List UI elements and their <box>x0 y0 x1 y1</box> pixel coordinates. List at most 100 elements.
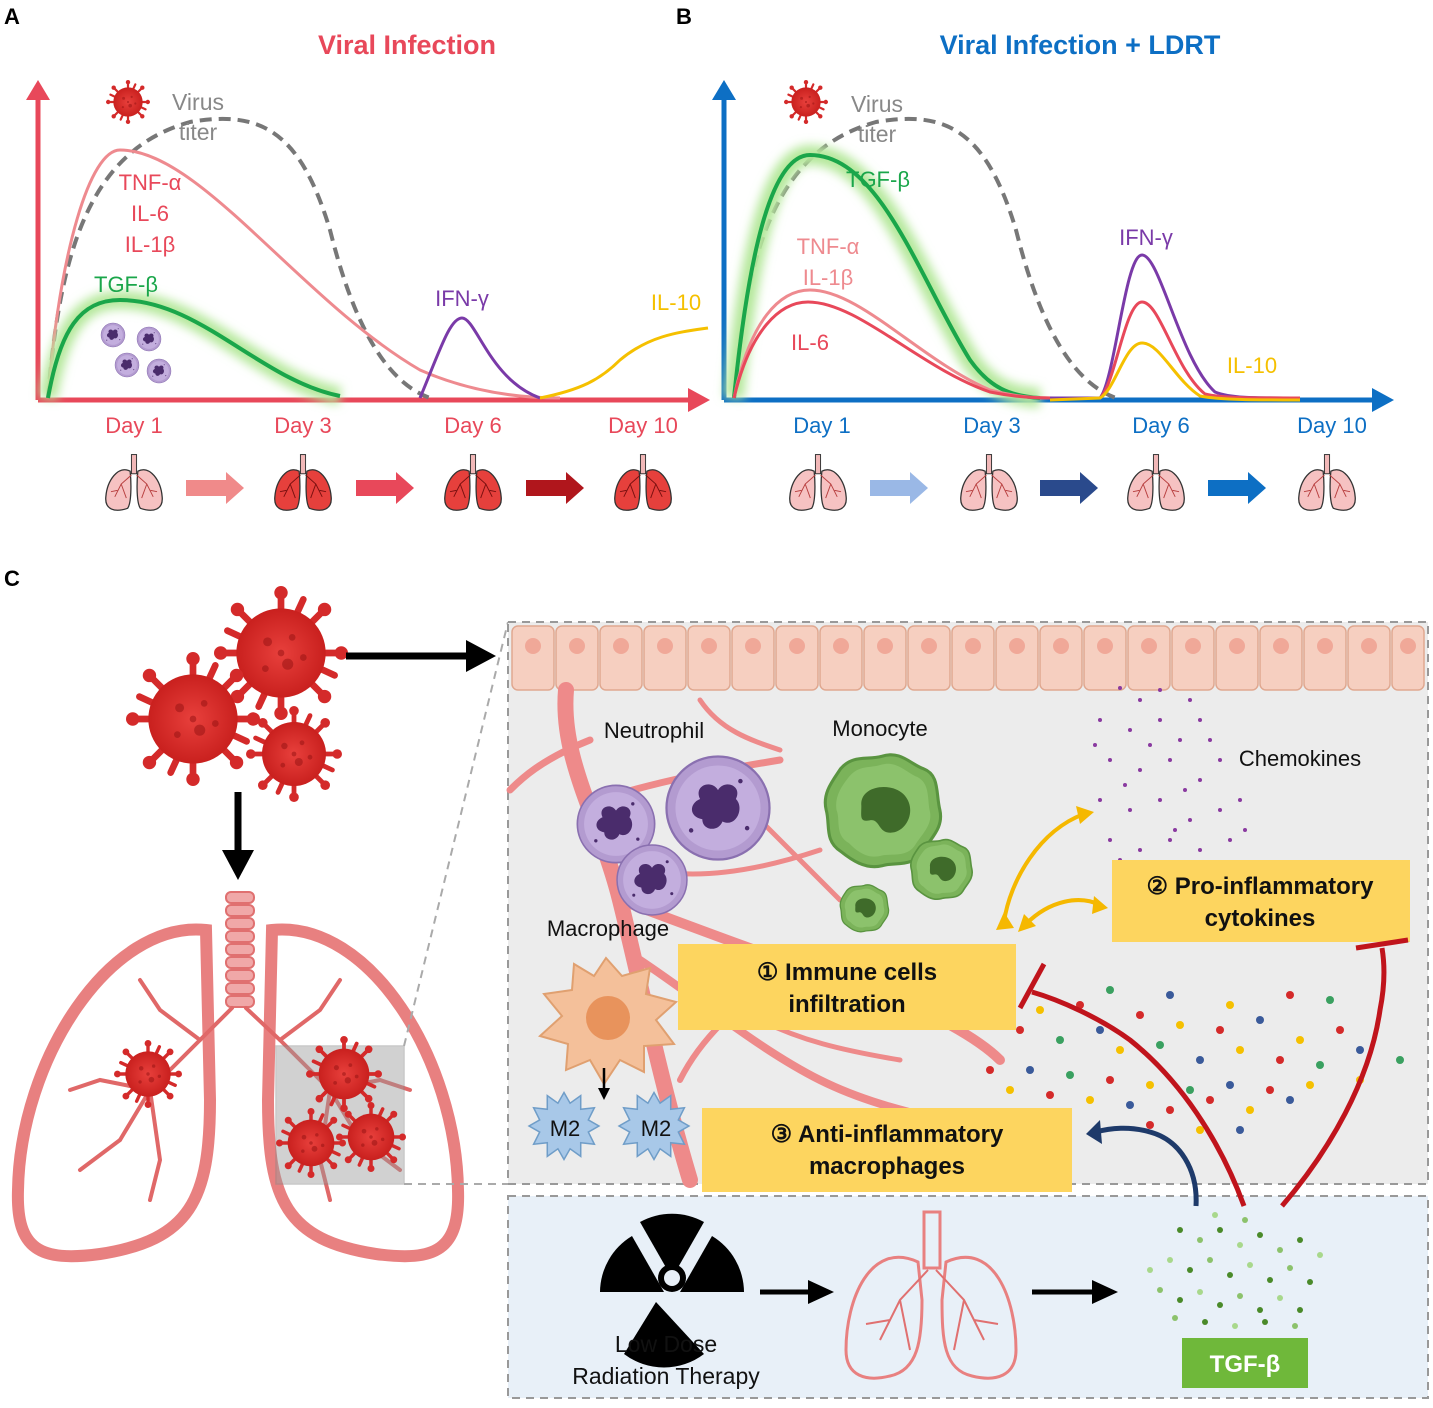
panel-a-il10-label: IL-10 <box>651 290 701 315</box>
ldrt-lung-icon <box>844 1210 1018 1380</box>
tgf-to-m2-arrow <box>1095 1125 1199 1207</box>
panel-a-ifn-label: IFN-γ <box>435 286 489 311</box>
panel-b-tnf-curve <box>732 288 1061 400</box>
lung-diagram <box>11 891 465 1263</box>
panel-a-day-label: Day 3 <box>274 413 331 438</box>
arrow-head-icon <box>1092 896 1108 914</box>
box1-line2: infiltration <box>788 991 905 1018</box>
lung-icon <box>1298 453 1356 511</box>
inhibit-bar <box>1355 937 1409 951</box>
immune-infiltration-box: ① Immune cells infiltration <box>678 944 1016 1030</box>
lung-icon <box>105 453 163 511</box>
virus-icon <box>214 586 348 720</box>
panel-b-x-arrow <box>1372 388 1394 412</box>
panel-a-y-arrow <box>26 80 50 100</box>
panel-a-day-label: Day 6 <box>444 413 501 438</box>
panel-a-x-arrow <box>688 388 710 412</box>
box1-line1: ① Immune cells <box>757 959 937 986</box>
arrow-head-icon <box>598 1088 610 1100</box>
panel-a-ifn-curve <box>418 316 541 400</box>
lung-icon <box>274 453 332 511</box>
ldrt-label-1: Low Dose <box>615 1331 717 1357</box>
panel-b-il1b-label: IL-1β <box>803 265 854 290</box>
panel-b-il10-label: IL-10 <box>1227 353 1277 378</box>
arrow-head-icon <box>1076 806 1094 824</box>
zoom-line <box>403 621 509 1047</box>
panel-b-letter: B <box>676 4 692 29</box>
panel-b-virus-icon <box>784 80 828 124</box>
panel-a-tgf-curve <box>46 297 341 399</box>
panel-b-virus-label-1: Virus <box>851 91 903 117</box>
arrow-head-icon <box>996 912 1014 930</box>
panel-b-title: Viral Infection + LDRT <box>940 30 1221 60</box>
panel-a-tgf-glow <box>39 290 342 405</box>
box3-line1: ③ Anti-inflammatory <box>771 1121 1004 1148</box>
arrow-right-icon <box>526 472 584 504</box>
epithelium-row <box>511 625 1425 691</box>
box3-line2: macrophages <box>809 1153 965 1180</box>
monocyte-icon <box>839 884 890 933</box>
panel-b-day-label: Day 1 <box>793 413 850 438</box>
arrow-right-icon <box>356 472 414 504</box>
neutrophil-icon <box>616 844 688 916</box>
panel-a-virus-titer-curve <box>46 117 431 400</box>
panel-a-virus-icon <box>106 80 150 124</box>
tgf-box-label: TGF-β <box>1210 1351 1281 1378</box>
panel-a-title: Viral Infection <box>318 30 496 60</box>
lung-icon <box>1127 453 1185 511</box>
lung-icon <box>444 453 502 511</box>
panel-a-day-label: Day 10 <box>608 413 678 438</box>
m2-label: M2 <box>550 1116 581 1141</box>
panel-c-letter: C <box>4 566 20 591</box>
box2-line2: cytokines <box>1205 905 1316 932</box>
radiation-icon <box>600 1213 744 1368</box>
panel-b-tgf-curve <box>732 152 1041 400</box>
panel-b-day-label: Day 6 <box>1132 413 1189 438</box>
panel-a-cytokine-curve <box>46 148 561 400</box>
panel-b-ifn-label: IFN-γ <box>1119 225 1173 250</box>
arrow-head-icon <box>1086 1120 1102 1144</box>
box-bg <box>1112 860 1410 942</box>
pro-inflammatory-box: ② Pro-inflammatory cytokines <box>1112 860 1410 942</box>
panel-a-il10-curve <box>539 326 709 400</box>
panel-a-tgf-label: TGF-β <box>94 272 158 297</box>
chemokine-arrow <box>1002 812 1085 923</box>
panel-b-day-label: Day 3 <box>963 413 1020 438</box>
virus-icon <box>126 652 260 786</box>
panel-c: C <box>4 566 1429 1399</box>
panel-a-cell-icon <box>146 358 172 384</box>
arrow-head-icon <box>808 1280 834 1304</box>
anti-inflammatory-box: ③ Anti-inflammatory macrophages <box>702 1108 1072 1192</box>
monocyte-icon <box>909 838 974 901</box>
panel-a-letter: A <box>4 4 20 29</box>
virus-icon <box>336 1102 406 1172</box>
ldrt-label-2: Radiation Therapy <box>572 1363 760 1389</box>
panel-b-virus-titer-curve <box>732 117 1117 400</box>
neutrophil-label: Neutrophil <box>604 718 704 743</box>
tgf-dots <box>1147 1212 1323 1329</box>
panel-a-cell-icon <box>136 326 162 352</box>
tgf-box <box>1182 1338 1308 1388</box>
panel-b: B Viral Infection + LDRT Virus titer TGF… <box>676 4 1394 511</box>
lung-icon <box>614 453 672 511</box>
panel-b-day-label: Day 10 <box>1297 413 1367 438</box>
arrow-head-icon <box>466 640 496 672</box>
panel-b-y-arrow <box>712 80 736 100</box>
panel-b-virus-label-2: titer <box>858 121 897 147</box>
panel-b-il6-label: IL-6 <box>791 330 829 355</box>
virus-icon <box>114 1040 182 1108</box>
arrow-head-icon <box>1018 914 1036 932</box>
panel-a-cell-icon <box>100 322 126 348</box>
panel-a-il6-label: IL-6 <box>131 201 169 226</box>
neutrophil-icon <box>665 755 771 861</box>
arrow-right-icon <box>186 472 244 504</box>
panel-b-il6-curve <box>732 300 1061 400</box>
inhibit-line-cytokines <box>1280 947 1387 1208</box>
arrow-head-icon <box>222 850 254 880</box>
arrow-right-icon <box>1208 472 1266 504</box>
box-bg <box>678 944 1016 1030</box>
panel-a-virus-label-1: Virus <box>172 89 224 115</box>
virus-icon <box>276 1108 346 1178</box>
panel-a-il1b-label: IL-1β <box>125 232 176 257</box>
virus-icon <box>246 706 342 802</box>
